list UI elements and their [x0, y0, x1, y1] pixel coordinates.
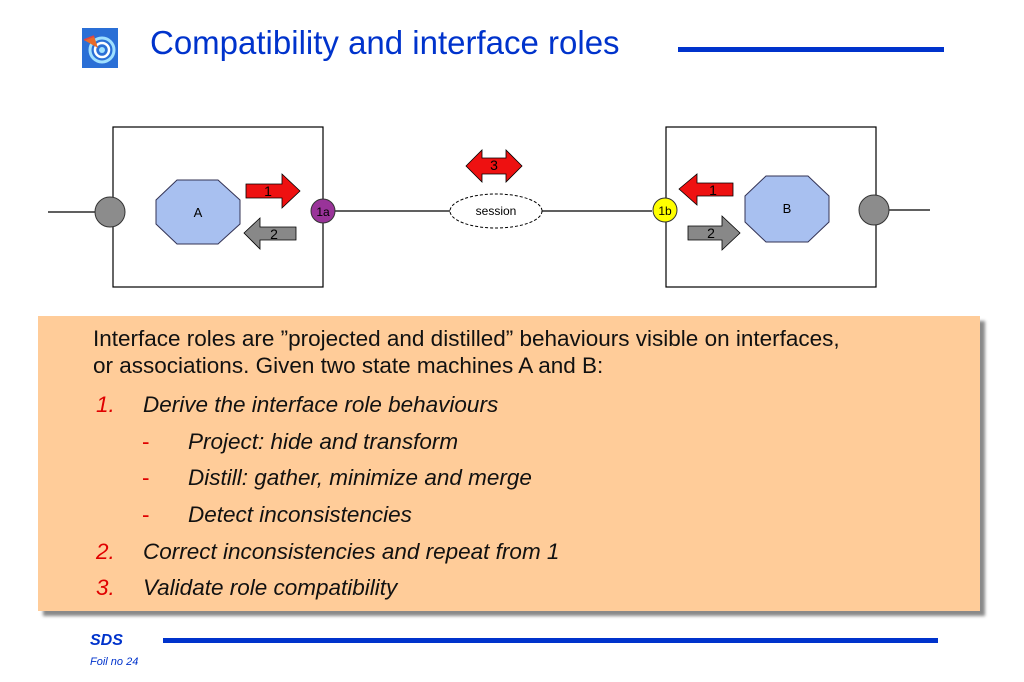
page-title: Compatibility and interface roles — [150, 24, 620, 61]
substep-1-text: Project: hide and transform — [188, 429, 459, 454]
substep-2-text: Distill: gather, minimize and merge — [188, 465, 532, 490]
arrow-1-a-label: 1 — [264, 183, 272, 199]
substep-3-dash: - — [142, 502, 150, 527]
arrow-2-b-label: 2 — [707, 225, 715, 241]
state-b-label: B — [783, 201, 792, 216]
text-panel: Interface roles are ”projected and disti… — [38, 316, 980, 611]
step-2-number: 2. — [96, 539, 115, 564]
arrow-1-b-label: 1 — [709, 182, 717, 198]
step-3-text: Validate role compatibility — [143, 575, 398, 600]
step-3-number: 3. — [96, 575, 115, 600]
port-1b — [652, 197, 678, 223]
arrow-3-label: 3 — [490, 157, 498, 173]
left-interface-port — [94, 196, 126, 228]
arrow-1-b — [678, 173, 734, 206]
arrow-1-a — [245, 173, 301, 209]
session-label: session — [476, 204, 517, 218]
right-interface-port — [858, 194, 890, 226]
state-a-label: A — [194, 205, 203, 220]
intro-line-1: Interface roles are ”projected and disti… — [93, 326, 840, 351]
step-1-text: Derive the interface role behaviours — [143, 392, 499, 417]
port-1a — [310, 198, 336, 224]
session-ellipse — [449, 193, 543, 229]
logo-icon — [82, 28, 118, 68]
substep-1-dash: - — [142, 429, 150, 454]
footer-brand: SDS — [90, 632, 123, 649]
state-b — [744, 175, 830, 243]
state-a — [155, 179, 241, 245]
footer-rule — [163, 638, 938, 643]
step-1-number: 1. — [96, 392, 115, 417]
port-1a-label: 1a — [316, 205, 330, 219]
port-1b-label: 1b — [658, 204, 672, 218]
intro-line-2: or associations. Given two state machine… — [93, 353, 604, 378]
step-2-text: Correct inconsistencies and repeat from … — [143, 539, 560, 564]
title-rule — [678, 47, 944, 52]
arrow-3 — [465, 149, 523, 183]
substep-3-text: Detect inconsistencies — [188, 502, 412, 527]
arrow-2-a — [243, 217, 297, 250]
arrow-2-b — [687, 215, 741, 251]
interface-diagram: A B 1 2 1a 1b 3 session 1 2 — [48, 126, 930, 288]
footer-foil-number: Foil no 24 — [90, 656, 139, 668]
arrow-2-a-label: 2 — [270, 226, 278, 242]
substep-2-dash: - — [142, 465, 150, 490]
